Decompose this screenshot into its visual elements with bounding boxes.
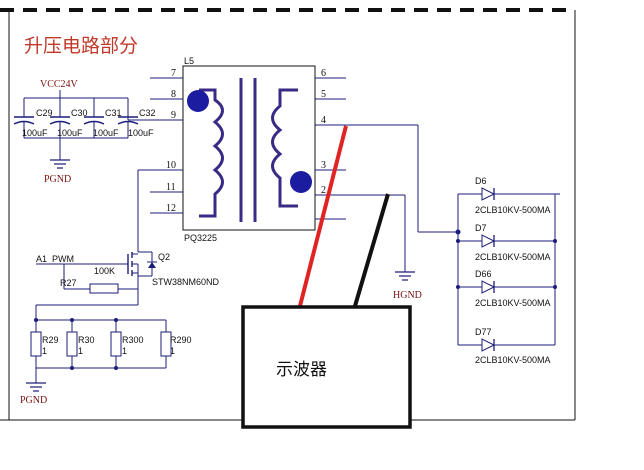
capacitor-c32-value: 100uF [128,128,154,138]
sense-resistor-r300-value: 1 [122,346,127,356]
diode-d7-part: 2CLB10KV-500MA [475,252,551,262]
sense-resistor-r30-value: 1 [78,346,83,356]
mosfet-part: STW38NM60ND [152,277,220,287]
sense-resistor-r300-ref: R300 [122,335,144,345]
sense-resistor-r30: R30 1 [66,320,95,368]
pin-label: 8 [171,89,176,100]
pin-label: 12 [166,203,176,214]
gate-resistor-r27 [89,283,119,294]
mosfet-q2-symbol [127,251,157,289]
sense-resistor-r290: R290 1 [160,320,192,368]
capacitor-c29: C29 100uF [13,98,53,138]
pin-label: 5 [321,89,326,100]
pin-label: 9 [171,110,176,121]
sense-resistor-r290-value: 1 [170,346,175,356]
capacitor-c31-value: 100uF [93,128,119,138]
capacitor-c30-ref: C30 [71,108,88,118]
ground-label-pgnd-bottom: PGND [20,395,47,406]
polarity-dot-secondary [290,171,312,193]
capacitor-c30: C30 100uF [49,98,88,138]
oscilloscope-label: 示波器 [276,360,327,380]
junction-dot [553,285,557,289]
ground-symbol-pgnd-bottom [26,382,46,392]
sense-resistor-r300: R300 1 [110,320,144,368]
diode-d7: D7 2CLB10KV-500MA [458,223,555,262]
sense-resistor-r30-ref: R30 [78,335,95,345]
diode-d77: D77 2CLB10KV-500MA [458,327,555,365]
transformer-ref: L5 [184,56,194,66]
pin-label: 11 [166,182,176,193]
pin-label: 10 [166,160,176,171]
ground-label-hgnd: HGND [393,290,422,301]
sense-resistor-r29: R29 1 [30,320,59,368]
capacitor-c32: C32 100uF [117,98,156,138]
diode-d66-ref: D66 [475,269,492,279]
ground-symbol-pgnd-top [50,159,70,169]
diode-d6-part: 2CLB10KV-500MA [475,205,551,215]
capacitor-c31: C31 100uF [83,98,122,138]
capacitor-c29-ref: C29 [36,108,53,118]
capacitor-c30-value: 100uF [57,128,83,138]
oscilloscope-box [241,305,412,429]
junction-dot [456,239,460,243]
capacitor-c29-value: 100uF [22,128,48,138]
junction-dot [553,239,557,243]
transformer-part: PQ3225 [184,233,217,243]
pin-label: 4 [321,115,326,126]
pwm-net-label: A1_PWM [36,254,74,264]
junction-dot [34,318,38,322]
polarity-dot-primary [187,90,209,112]
junction-dot [114,366,118,370]
junction-dot [70,318,74,322]
oscilloscope-probe-red [298,125,348,307]
pin-label: 2 [321,185,326,196]
capacitor-c31-ref: C31 [105,108,122,118]
diode-d77-part: 2CLB10KV-500MA [475,355,551,365]
junction-dot [70,366,74,370]
capacitor-c32-ref: C32 [139,108,156,118]
mosfet-ref: Q2 [158,252,170,262]
junction-dot [456,285,460,289]
diode-d7-ref: D7 [475,223,487,233]
gate-resistor-ref: R27 [60,278,77,288]
sense-resistor-r29-value: 1 [42,346,47,356]
pin-label: 7 [171,68,176,79]
pin-label: 6 [321,68,326,79]
diode-d77-ref: D77 [475,327,492,337]
diode-d66: D66 2CLB10KV-500MA [458,269,555,308]
secondary-winding [271,88,298,208]
power-net-label: VCC24V [40,79,79,90]
junction-dot [114,318,118,322]
oscilloscope-probe-black [353,193,390,307]
gate-resistor-value: 100K [94,266,115,276]
pin-label: 3 [321,160,326,171]
ground-symbol-hgnd [395,271,415,281]
sense-resistor-r29-ref: R29 [42,335,59,345]
primary-winding [199,88,224,218]
ground-label-pgnd-top: PGND [44,174,71,185]
diode-d6-ref: D6 [475,176,487,186]
sense-resistor-r290-ref: R290 [170,335,192,345]
diode-d66-part: 2CLB10KV-500MA [475,298,551,308]
diode-d6: D6 2CLB10KV-500MA [458,176,560,215]
section-title: 升压电路部分 [24,35,138,57]
